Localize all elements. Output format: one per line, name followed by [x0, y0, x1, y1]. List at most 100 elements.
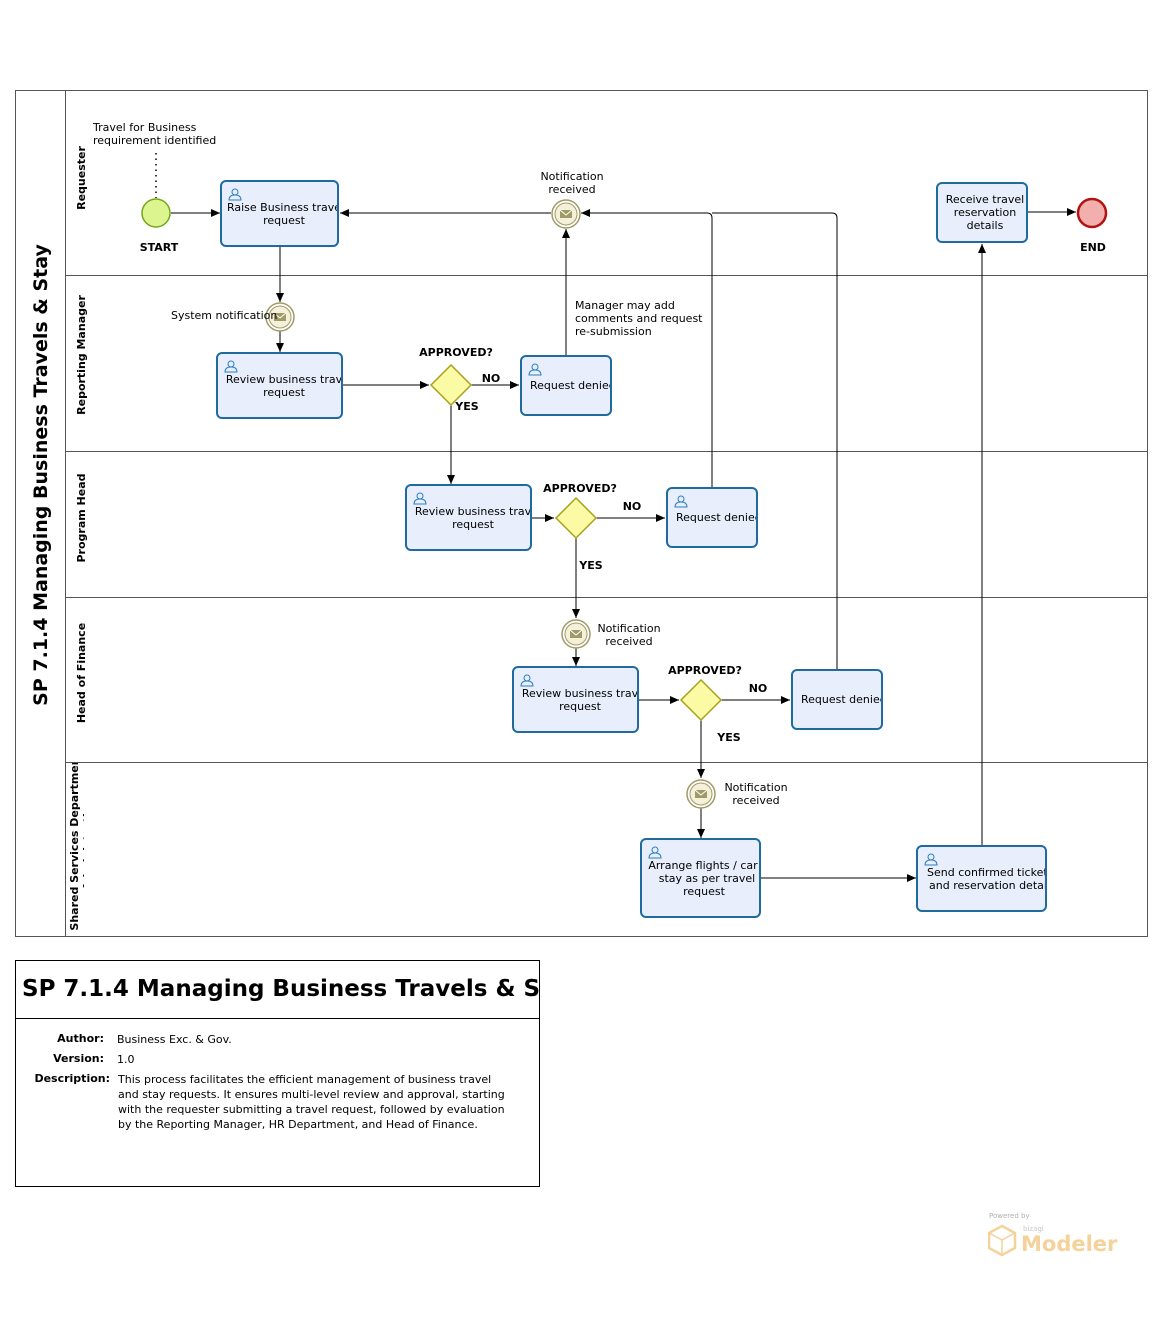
lane-title-reporting-manager: Reporting Manager: [75, 295, 88, 415]
message-finance-label-line2: received: [605, 635, 652, 648]
process-diagram: SP 7.1.4 Managing Business Travels & Sta…: [15, 90, 1148, 937]
task-arrange-flights-line3: request: [683, 885, 726, 898]
task-manager-review-line1: Review business trav: [226, 373, 343, 386]
gateway-program-no: NO: [623, 500, 642, 513]
task-program-review-line1: Review business trav: [415, 505, 532, 518]
task-raise-request[interactable]: Raise Business trave request: [220, 180, 341, 247]
task-manager-denied[interactable]: Request denied: [520, 355, 616, 416]
gateway-program-question: APPROVED?: [543, 482, 617, 495]
task-manager-denied-line1: Request denied: [530, 379, 616, 392]
user-icon: [924, 853, 938, 866]
pool-title: SP 7.1.4 Managing Business Travels & Sta…: [30, 244, 52, 706]
flow-denied3-to-notification: [712, 212, 838, 669]
user-icon: [413, 492, 427, 505]
end-event[interactable]: [1076, 197, 1108, 229]
info-description-label: Description:: [34, 1072, 110, 1085]
task-manager-review[interactable]: Review business trav request: [216, 352, 343, 419]
message-event-requester[interactable]: [551, 199, 581, 229]
user-icon: [520, 674, 534, 687]
gateway-finance-no: NO: [749, 682, 768, 695]
lane-title-program-head: Program Head: [75, 473, 88, 562]
task-raise-request-line1: Raise Business trave: [227, 201, 341, 214]
task-send-tickets-line2: and reservation detai: [929, 879, 1047, 892]
info-author-value: Business Exc. & Gov.: [117, 1033, 232, 1046]
task-program-review-line2: request: [452, 518, 495, 531]
envelope-icon: [273, 312, 287, 321]
flow-denied2-to-notification: [581, 209, 713, 487]
task-arrange-flights-line1: Arrange flights / car: [648, 859, 758, 872]
task-finance-denied[interactable]: Request denied: [791, 669, 887, 730]
task-program-denied-line1: Request denied: [676, 511, 762, 524]
info-author-label: Author:: [57, 1032, 104, 1045]
user-icon: [648, 846, 662, 859]
message-requester-label-line2: received: [548, 183, 595, 196]
info-description-line: and stay requests. It ensures multi-leve…: [118, 1088, 505, 1101]
process-info-box: SP 7.1.4 Managing Business Travels & Sta…: [15, 960, 540, 1187]
task-manager-review-line2: request: [263, 386, 306, 399]
task-program-denied[interactable]: Request denied: [666, 487, 762, 548]
gateway-program-yes: YES: [578, 559, 602, 572]
vendor-text: bizagi: [1023, 1225, 1044, 1233]
start-event[interactable]: [141, 198, 171, 228]
message-finance-label-line1: Notification: [597, 622, 660, 635]
user-icon: [228, 188, 242, 201]
envelope-icon: [694, 789, 708, 798]
user-icon: [674, 495, 688, 508]
task-arrange-flights[interactable]: Arrange flights / car stay as per travel…: [640, 838, 761, 918]
info-description-line: with the requester submitting a travel r…: [118, 1103, 505, 1116]
task-send-tickets[interactable]: Send confirmed ticket and reservation de…: [916, 845, 1048, 912]
message-event-manager[interactable]: [265, 302, 295, 332]
user-icon: [224, 360, 238, 373]
manager-comment-line1: Manager may add: [575, 299, 675, 312]
gateway-program-approval[interactable]: [554, 496, 598, 540]
message-shared-label-line2: received: [732, 794, 779, 807]
message-requester-label-line1: Notification: [540, 170, 603, 183]
task-receive-details-line3: details: [967, 219, 1004, 232]
task-finance-review-line2: request: [559, 700, 602, 713]
message-shared-label-line1: Notification: [724, 781, 787, 794]
lane-title-shared-services: Shared Services Departmen: [68, 757, 81, 930]
lane-title-administration: Administration: [81, 798, 94, 890]
task-finance-review-line1: Review business trav: [522, 687, 639, 700]
lane-labels: Requester Reporting Manager Program Head…: [68, 146, 94, 931]
bizagi-watermark: Powered by bizagi Modeler: [988, 1212, 1118, 1262]
powered-by-text: Powered by: [989, 1212, 1030, 1220]
gateway-finance-yes: YES: [716, 731, 740, 744]
gateway-finance-approval[interactable]: [679, 678, 723, 722]
task-raise-request-line2: request: [263, 214, 306, 227]
info-description-line: by the Reporting Manager, HR Department,…: [118, 1118, 478, 1131]
gateway-finance-question: APPROVED?: [668, 664, 742, 677]
task-finance-review[interactable]: Review business trav request: [512, 666, 639, 733]
envelope-icon: [559, 209, 573, 218]
task-send-tickets-line1: Send confirmed ticket: [927, 866, 1048, 879]
task-receive-details-line1: Receive travel: [946, 193, 1024, 206]
manager-comment-line3: re-submission: [575, 325, 652, 338]
gateway-manager-no: NO: [482, 372, 501, 385]
gateway-manager-approval[interactable]: [429, 363, 473, 407]
task-receive-details-line2: reservation: [954, 206, 1016, 219]
end-label: END: [1080, 241, 1106, 254]
sequence-flows: [171, 208, 1076, 882]
info-version-label: Version:: [53, 1052, 104, 1065]
start-annotation-line2: requirement identified: [93, 134, 216, 147]
message-event-shared[interactable]: [686, 779, 716, 809]
product-name: Modeler: [1021, 1232, 1118, 1256]
info-version-value: 1.0: [117, 1053, 135, 1066]
start-annotation-line1: Travel for Business: [92, 121, 197, 134]
gateway-manager-yes: YES: [454, 400, 478, 413]
task-receive-details[interactable]: Receive travel reservation details: [936, 182, 1028, 243]
message-manager-label: System notification: [171, 309, 277, 322]
lane-title-head-of-finance: Head of Finance: [75, 623, 88, 723]
info-title: SP 7.1.4 Managing Business Travels & Sta…: [16, 961, 539, 1019]
task-program-review[interactable]: Review business trav request: [405, 484, 532, 551]
user-icon: [528, 363, 542, 376]
lane-title-requester: Requester: [75, 146, 88, 210]
envelope-icon: [569, 629, 583, 638]
modeler-logo-icon: [988, 1224, 1017, 1256]
info-description-value: This process facilitates the efficient m…: [118, 1072, 523, 1132]
gateway-manager-question: APPROVED?: [419, 346, 493, 359]
manager-comment-line2: comments and request: [575, 312, 703, 325]
start-label: START: [140, 241, 179, 254]
info-description-line: This process facilitates the efficient m…: [118, 1073, 492, 1086]
message-event-finance[interactable]: [561, 619, 591, 649]
